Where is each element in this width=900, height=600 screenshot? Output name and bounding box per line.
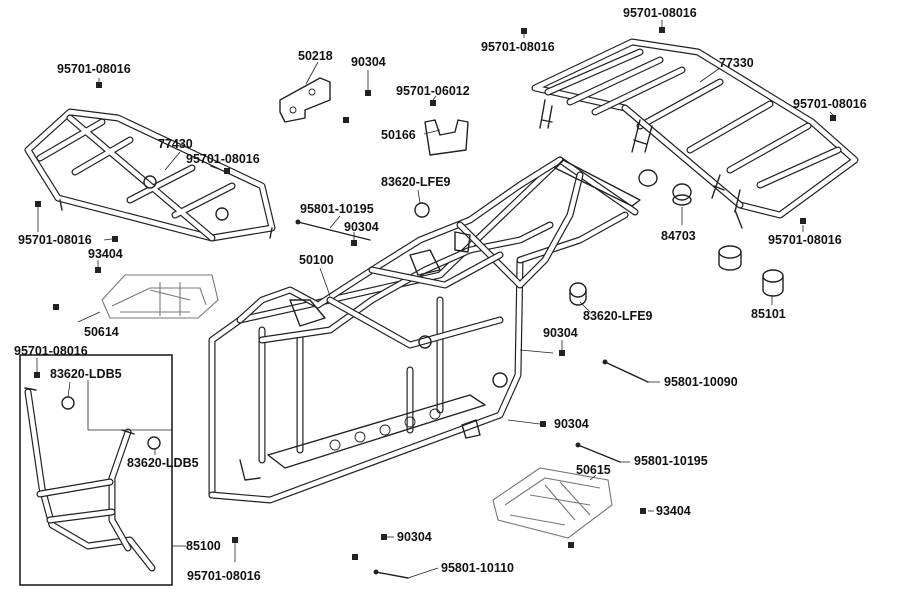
label-rear-rack: 77330: [719, 56, 754, 70]
label-nut-93404-left: 93404: [88, 247, 123, 261]
front-guard-85100: [24, 387, 156, 572]
label-guard-bolt-95701: 95701-08016: [14, 344, 88, 358]
clamp-lfe9: [414, 202, 587, 306]
small-bolts: [34, 27, 836, 560]
label-footrest-50614: 50614: [84, 325, 119, 339]
label-rear-rack-bolt-lower: 95701-08016: [768, 233, 842, 247]
leader-lines: [36, 20, 834, 579]
label-bolt-90304-lower: 90304: [554, 417, 589, 431]
label-bolt-90304-top: 90304: [351, 55, 386, 69]
label-bracket-50218: 50218: [298, 49, 333, 63]
label-footrest-50615: 50615: [576, 463, 611, 477]
label-clamp-ldb5-bottom: 83620-LDB5: [127, 456, 199, 470]
label-bolt-95801-10195-top: 95801-10195: [300, 202, 374, 216]
label-clamp-lfe9-top: 83620-LFE9: [381, 175, 451, 189]
label-guard-bolt-bottom: 95701-08016: [187, 569, 261, 583]
label-bolt-90304-bottom: 90304: [397, 530, 432, 544]
front-guard-box: [19, 354, 173, 586]
grommet-84703: [638, 169, 692, 206]
label-bolt-95801-10195-lower: 95801-10195: [634, 454, 708, 468]
bracket-50218: [279, 77, 331, 123]
footrest-50614: [101, 274, 219, 319]
label-bolt-90304-mid: 90304: [344, 220, 379, 234]
label-bolt-95801-10090: 95801-10090: [664, 375, 738, 389]
bracket-50166: [424, 119, 469, 156]
label-rear-rack-bolt-top-2: 95701-08016: [623, 6, 697, 20]
label-bolt-90304-right: 90304: [543, 326, 578, 340]
label-rear-rack-bolt-right: 95701-08016: [793, 97, 867, 111]
label-bracket-50166: 50166: [381, 128, 416, 142]
label-frame-50100: 50100: [299, 253, 334, 267]
rear-rack-77330: [531, 38, 859, 229]
label-front-guard-85100: 85100: [186, 539, 221, 553]
label-clamp-ldb5-top: 83620-LDB5: [50, 367, 122, 381]
front-rack-77430: [24, 108, 276, 242]
label-rear-rack-bolt-top-1: 95701-08016: [481, 40, 555, 54]
label-nut-93404-right: 93404: [656, 504, 691, 518]
footrest-50615: [492, 467, 613, 539]
label-front-rack-bolt-mid: 95701-08016: [186, 152, 260, 166]
label-bolt-95801-10110: 95801-10110: [441, 561, 514, 575]
main-frame-50100: [208, 156, 641, 504]
label-bushing-85101: 85101: [751, 307, 786, 321]
bushing-85101: [718, 245, 784, 297]
label-front-rack-bolt-left: 95701-08016: [18, 233, 92, 247]
long-bolts: [295, 219, 649, 579]
part-labels: 95701-08016 95701-08016 77330 95701-0801…: [14, 6, 867, 583]
label-grommet-84703: 84703: [661, 229, 696, 243]
clamp-ldb5: [61, 396, 161, 450]
label-front-rack-bolt-top: 95701-08016: [57, 62, 131, 76]
label-front-rack: 77430: [158, 137, 193, 151]
label-bolt-95701-06012: 95701-06012: [396, 84, 470, 98]
label-clamp-lfe9-mid: 83620-LFE9: [583, 309, 653, 323]
